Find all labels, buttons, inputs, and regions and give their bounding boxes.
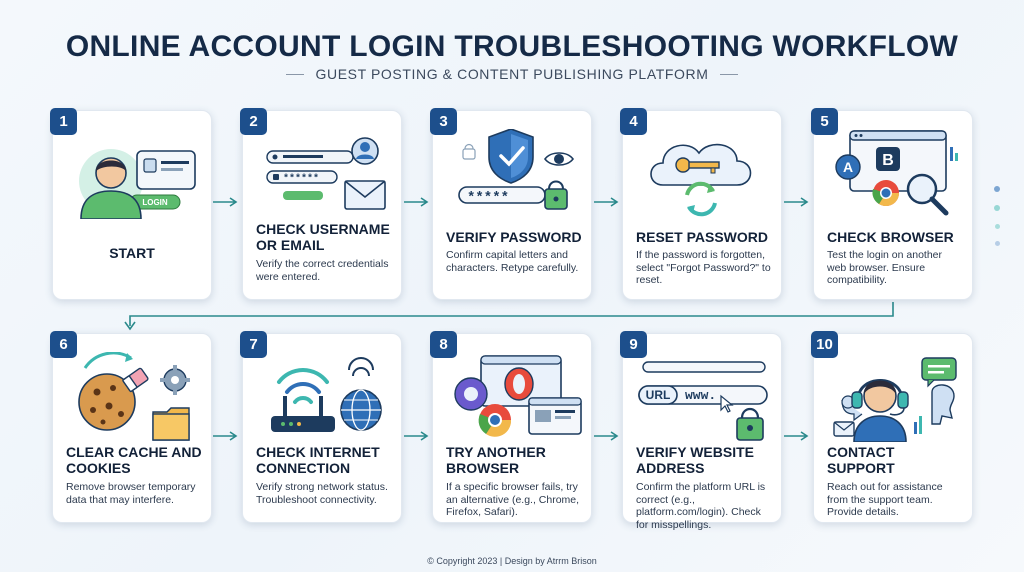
footer-copyright: © Copyright 2023 | Design by Atrrm Briso… xyxy=(427,556,597,566)
step-card-6: 6 CLEAR CACHE AND COOKIES Remove browser… xyxy=(50,331,212,523)
svg-text:B: B xyxy=(882,152,894,169)
step-title: RESET PASSWORD xyxy=(636,229,768,245)
subtitle-divider-left xyxy=(285,73,304,75)
step-card-9: 9 URL www. VERIFY WEBSITE ADDRESS Confir… xyxy=(620,331,782,531)
step-description: Remove browser temporary data that may i… xyxy=(66,481,196,506)
step-card-1: 1 LOGIN START xyxy=(50,108,212,300)
row-connector-line xyxy=(129,302,894,326)
arrow-right-icon xyxy=(213,431,238,441)
login-icon-text: LOGIN xyxy=(142,198,168,207)
step-number-badge: 1 xyxy=(50,108,77,135)
decorative-dot xyxy=(995,241,1000,246)
credentials-email-icon: ****** xyxy=(253,129,393,219)
step-description: If a specific browser fails, try an alte… xyxy=(446,481,580,518)
step-title: CLEAR CACHE AND COOKIES xyxy=(66,444,202,476)
support-agent-icon xyxy=(824,352,964,443)
subtitle-divider-right xyxy=(720,73,739,75)
step-description: Reach out for assistance from the suppor… xyxy=(827,481,943,518)
user-login-icon: LOGIN xyxy=(63,129,203,220)
cloud-key-reset-icon xyxy=(633,129,773,219)
arrow-right-icon xyxy=(404,431,429,441)
url-lock-icon: URL www. xyxy=(633,352,773,442)
step-description: Confirm capital letters and characters. … xyxy=(446,249,579,274)
step-title: VERIFY WEBSITE ADDRESS xyxy=(636,444,754,476)
arrow-right-icon xyxy=(404,197,429,207)
url-label-text: URL xyxy=(646,388,671,402)
step-number-badge: 7 xyxy=(240,331,267,358)
step-card-4: 4 RESET PASSWORD If the password is forg… xyxy=(620,108,782,300)
browser-check-icon: A B xyxy=(824,129,964,219)
page-title: ONLINE ACCOUNT LOGIN TROUBLESHOOTING WOR… xyxy=(65,30,959,63)
step-number-badge: 10 xyxy=(811,331,838,358)
step-title: CHECK USERNAME OR EMAIL xyxy=(256,221,390,253)
step-description: Confirm the platform URL is correct (e.g… xyxy=(636,481,766,531)
arrow-right-icon xyxy=(213,197,238,207)
step-title: TRY ANOTHER BROWSER xyxy=(446,444,546,476)
cookie-cache-icon xyxy=(63,351,203,442)
step-description: Verify the correct credentials were ente… xyxy=(256,258,389,283)
subtitle-row: GUEST POSTING & CONTENT PUBLISHING PLATF… xyxy=(0,66,1024,82)
step-title: START xyxy=(109,245,155,261)
step-number-badge: 9 xyxy=(620,331,647,358)
step-number-badge: 5 xyxy=(811,108,838,135)
arrow-right-icon xyxy=(594,431,619,441)
step-description: Verify strong network status. Troublesho… xyxy=(256,481,388,506)
router-wifi-icon xyxy=(253,352,393,442)
step-card-7: 7 CHECK INTERNET CONNECTION Verify stron… xyxy=(240,331,402,523)
row-connector-arrowhead xyxy=(124,321,136,331)
step-title: CHECK INTERNET CONNECTION xyxy=(256,444,380,476)
step-title: CHECK BROWSER xyxy=(827,229,954,245)
step-title: CONTACT SUPPORT xyxy=(827,444,895,476)
step-number-badge: 8 xyxy=(430,331,457,358)
step-card-10: 10 CONTACT SUPPORT Reach out for assista… xyxy=(811,331,973,523)
step-description: If the password is forgotten, select "Fo… xyxy=(636,249,771,286)
step-description: Test the login on another web browser. E… xyxy=(827,249,942,286)
decorative-dot xyxy=(994,186,1000,192)
password-dots-text: ****** xyxy=(283,173,319,185)
page-subtitle: GUEST POSTING & CONTENT PUBLISHING PLATF… xyxy=(315,66,709,82)
password-asterisk-text: ***** xyxy=(467,190,509,206)
step-number-badge: 2 xyxy=(240,108,267,135)
step-card-2: 2 ****** CHECK USERNAME OR EMAIL Verify … xyxy=(240,108,402,300)
shield-password-icon: ***** xyxy=(443,128,583,219)
step-title: VERIFY PASSWORD xyxy=(446,229,582,245)
arrow-right-icon xyxy=(594,197,619,207)
arrow-right-icon xyxy=(784,197,809,207)
multiple-browsers-icon xyxy=(443,352,583,442)
step-number-badge: 4 xyxy=(620,108,647,135)
www-label-text: www. xyxy=(685,388,716,403)
step-number-badge: 6 xyxy=(50,331,77,358)
step-number-badge: 3 xyxy=(430,108,457,135)
arrow-right-icon xyxy=(784,431,809,441)
step-card-3: 3 ***** VERIFY PASSWORD Confirm capital … xyxy=(430,108,592,300)
svg-text:A: A xyxy=(843,159,853,175)
step-card-8: 8 TRY ANOTHER BROWSER If a specific brow… xyxy=(430,331,592,523)
step-card-5: 5 A B CHECK BROWSER Test the login on an… xyxy=(811,108,973,300)
decorative-dot xyxy=(994,205,1000,211)
decorative-dot xyxy=(995,224,1000,229)
